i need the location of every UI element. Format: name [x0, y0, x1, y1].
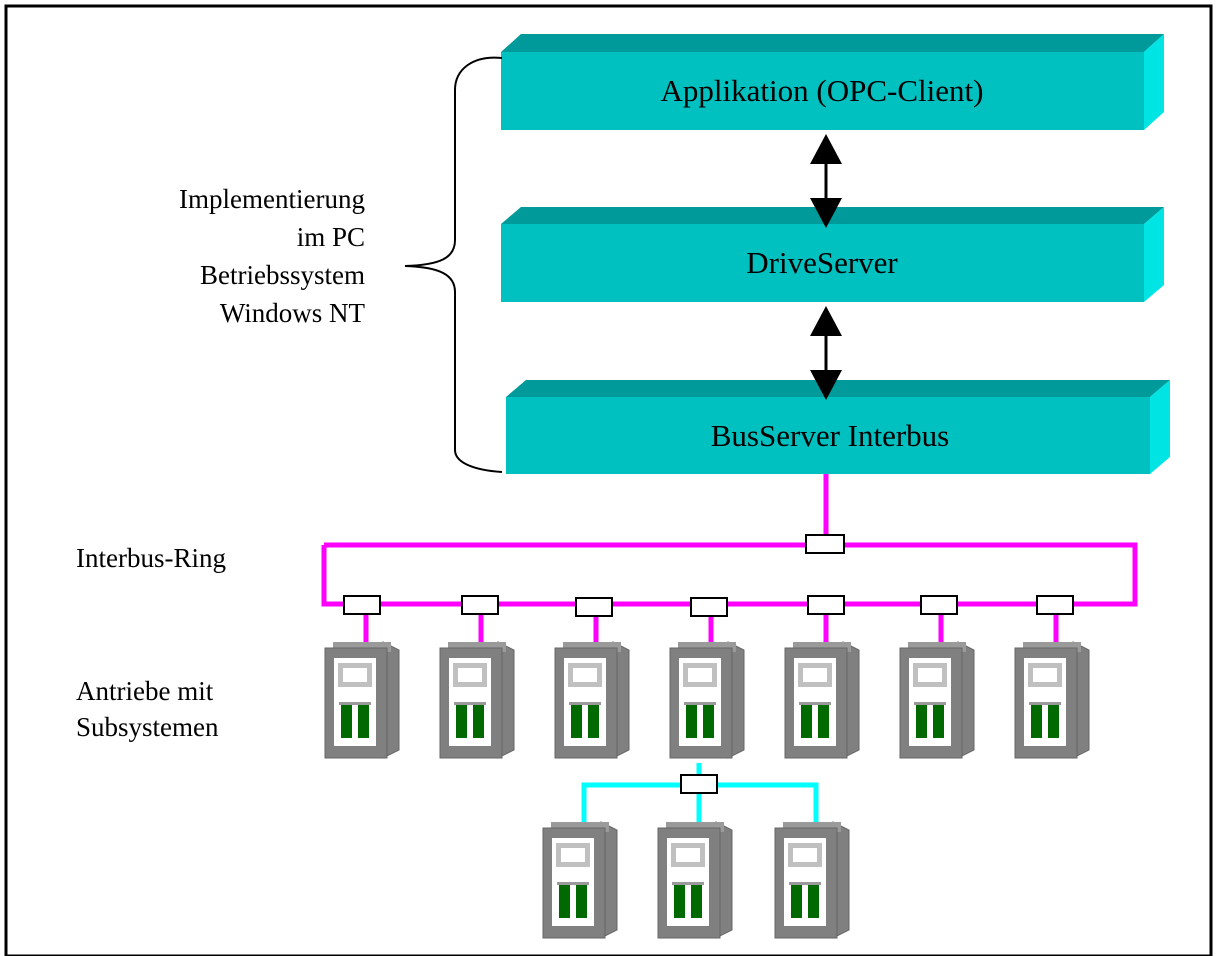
bus-connector-icon: [807, 595, 845, 615]
bus-connector-icon: [1036, 595, 1074, 615]
drives-label: Antriebe mit Subsystemen: [76, 676, 219, 742]
bus-connector-icon: [690, 597, 728, 617]
layer-busserver-label: BusServer Interbus: [711, 418, 949, 453]
drives-group: [324, 641, 1090, 939]
layer-application-label: Applikation (OPC-Client): [661, 73, 984, 108]
bus-connector-icon: [920, 595, 958, 615]
layer-application: Applikation (OPC-Client): [501, 34, 1164, 130]
interbus-ring: [321, 474, 1138, 607]
implementation-line-3: Betriebssystem: [200, 260, 365, 290]
layer-driveserver: DriveServer: [501, 207, 1164, 302]
curly-brace-icon: [404, 56, 503, 473]
drive-icon: [774, 821, 850, 939]
drives-line-2: Subsystemen: [76, 712, 219, 742]
ring-label: Interbus-Ring: [76, 543, 226, 573]
drive-icon: [439, 641, 515, 759]
implementation-line-1: Implementierung: [179, 184, 365, 214]
drive-icon: [1014, 641, 1090, 759]
diagram-frame: [4, 4, 1213, 956]
drive-icon: [542, 821, 618, 939]
bidirectional-arrow-icon: [810, 134, 842, 228]
bidirectional-arrow-icon: [810, 306, 842, 400]
drive-icon: [554, 641, 630, 759]
bus-connector-icon: [461, 595, 499, 615]
implementation-label: Implementierung im PC Betriebssystem Win…: [179, 184, 365, 328]
layer-driveserver-label: DriveServer: [746, 245, 898, 280]
drive-icon: [657, 821, 733, 939]
drive-icon: [899, 641, 975, 759]
drive-icon: [324, 641, 400, 759]
drive-icon: [784, 641, 860, 759]
drive-icon: [669, 641, 745, 759]
implementation-line-4: Windows NT: [220, 298, 366, 328]
drives-line-1: Antriebe mit: [76, 676, 214, 706]
bus-connector-icon: [343, 595, 381, 615]
layer-busserver: BusServer Interbus: [506, 380, 1170, 474]
bus-connector-icon: [680, 774, 718, 794]
bus-connector-icon: [575, 597, 613, 617]
implementation-line-2: im PC: [297, 222, 365, 252]
bus-connector-icon: [805, 534, 845, 554]
